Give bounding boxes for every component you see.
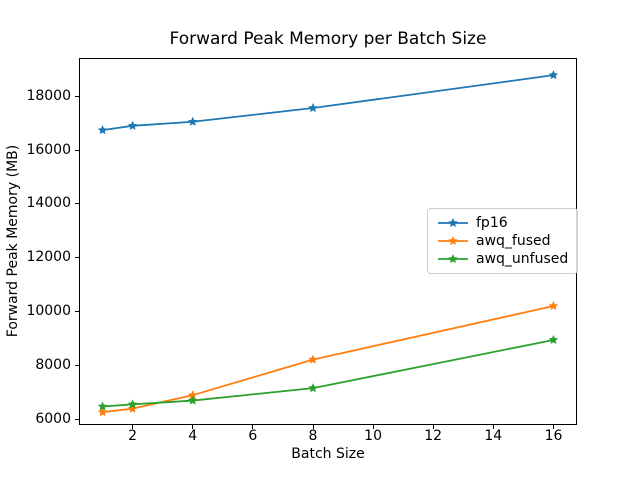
y-tick-mark	[75, 257, 79, 259]
legend-item-awq_fused: awq_fused	[437, 232, 568, 250]
series-line-fp16	[102, 74, 554, 132]
star-marker-awq_fused-x16	[548, 301, 559, 311]
x-tick-mark	[252, 425, 254, 429]
x-tick-label: 16	[544, 428, 563, 444]
star-marker-fp16-x16	[548, 70, 559, 80]
x-tick-label: 4	[188, 428, 198, 444]
y-tick-mark	[75, 149, 79, 151]
chart-title: Forward Peak Memory per Batch Size	[169, 29, 487, 49]
legend-swatch-fp16	[438, 218, 468, 228]
chart-canvas	[97, 70, 559, 417]
series-line-awq_fused	[102, 305, 554, 414]
legend-star-icon	[448, 218, 458, 228]
y-tick-label: 18000	[26, 87, 71, 104]
x-tick-mark	[312, 425, 314, 429]
y-tick-label: 12000	[26, 249, 71, 266]
x-tick-mark	[192, 425, 194, 429]
x-tick-mark	[492, 425, 494, 429]
star-marker-awq_unfused-x8	[308, 383, 318, 393]
star-marker-awq_fused-x4	[187, 390, 198, 400]
star-marker-awq_unfused-x4	[187, 395, 198, 405]
series-line-awq_unfused	[102, 339, 554, 408]
star-marker-awq_unfused-x2	[127, 399, 138, 409]
legend-swatch-awq_unfused	[438, 254, 468, 264]
x-tick-label: 14	[484, 428, 503, 444]
star-marker-fp16-x1	[97, 125, 108, 135]
star-marker-fp16-x8	[308, 103, 318, 113]
x-tick-label: 6	[248, 428, 258, 444]
legend: fp16 awq_fused awq_unfused	[427, 208, 579, 274]
legend-item-fp16: fp16	[437, 214, 568, 232]
y-tick-mark	[75, 418, 79, 420]
x-tick-mark	[372, 425, 374, 429]
y-tick-label: 14000	[26, 195, 71, 212]
star-marker-awq_fused-x1	[97, 407, 108, 417]
y-tick-label: 8000	[35, 357, 71, 373]
star-marker-awq_fused-x2	[127, 403, 138, 413]
y-tick-mark	[75, 95, 79, 97]
y-tick-mark	[75, 203, 79, 205]
star-marker-fp16-x2	[127, 120, 138, 130]
x-tick-label: 10	[364, 428, 383, 444]
legend-star-icon	[448, 254, 458, 264]
legend-star-icon	[448, 236, 458, 246]
star-marker-awq_unfused-x1	[97, 401, 108, 411]
x-tick-mark	[132, 425, 134, 429]
star-marker-fp16-x4	[187, 116, 198, 126]
x-tick-label: 8	[308, 428, 318, 444]
star-marker-awq_unfused-x16	[548, 334, 559, 344]
legend-label-fp16: fp16	[476, 215, 508, 231]
y-tick-label: 10000	[26, 303, 71, 320]
star-marker-awq_fused-x8	[308, 354, 318, 364]
legend-swatch-awq_fused	[438, 236, 468, 246]
x-tick-mark	[553, 425, 554, 429]
x-tick-mark	[432, 425, 434, 429]
y-tick-label: 16000	[26, 141, 71, 158]
legend-item-awq_unfused: awq_unfused	[437, 250, 568, 268]
x-tick-label: 2	[128, 428, 138, 444]
x-axis-label: Batch Size	[291, 446, 365, 462]
y-tick-mark	[75, 365, 79, 366]
y-tick-label: 6000	[35, 410, 71, 427]
x-tick-label: 12	[424, 428, 443, 444]
legend-label-awq_unfused: awq_unfused	[476, 251, 569, 267]
y-tick-mark	[75, 311, 79, 313]
legend-label-awq_fused: awq_fused	[476, 233, 551, 249]
